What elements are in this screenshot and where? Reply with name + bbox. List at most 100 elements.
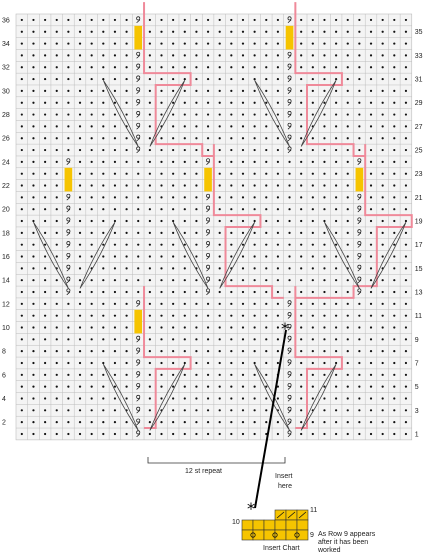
purl-dot [218, 409, 221, 412]
purl-dot [335, 160, 338, 163]
leaf-motif [102, 363, 139, 431]
purl-dot [404, 54, 408, 57]
purl-dot [253, 279, 256, 282]
purl-dot [20, 208, 23, 211]
purl-dot [67, 148, 70, 152]
purl-dot [20, 326, 23, 329]
purl-dot [125, 208, 128, 211]
purl-dot [241, 373, 245, 376]
purl-dot [32, 243, 35, 246]
leaf-motif [300, 80, 337, 147]
purl-dot [55, 30, 58, 33]
row-number-right: 27 [415, 124, 423, 131]
purl-dot [346, 409, 349, 412]
purl-dot [113, 397, 117, 400]
purl-dot [20, 219, 23, 223]
purl-dot [265, 18, 268, 22]
repeat-bracket: 12 st repeat [147, 457, 286, 475]
purl-dot [44, 42, 47, 45]
purl-dot [276, 255, 279, 258]
purl-dot [369, 172, 373, 175]
purl-dot [44, 279, 47, 282]
purl-dot [300, 326, 303, 329]
purl-dot [44, 54, 47, 57]
purl-dot [20, 432, 23, 436]
purl-dot [300, 160, 303, 163]
twisted-stitch-tail [136, 149, 141, 154]
purl-dot [241, 255, 245, 258]
purl-dot [195, 113, 198, 116]
twisted-stitch-symbol [136, 51, 141, 56]
purl-dot [393, 373, 396, 376]
purl-dot [346, 54, 349, 57]
purl-dot [335, 42, 338, 45]
purl-dot [393, 219, 396, 223]
purl-dot [172, 397, 175, 400]
purl-dot [172, 137, 175, 140]
purl-dot [148, 279, 151, 282]
twisted-stitch-tail [206, 244, 210, 248]
purl-dot [323, 373, 326, 376]
purl-dot [206, 125, 210, 128]
purl-dot [358, 148, 361, 152]
purl-dot [125, 373, 128, 376]
purl-dot [300, 267, 303, 270]
purl-dot [20, 290, 23, 294]
purl-dot [358, 137, 361, 140]
purl-dot [160, 421, 163, 424]
row-number-left: 14 [2, 278, 10, 285]
row-number-right: 5 [415, 384, 419, 391]
purl-dot [195, 66, 198, 69]
purl-dot [323, 101, 326, 104]
purl-dot [241, 267, 245, 270]
twisted-stitch-tail [206, 197, 210, 201]
purl-dot [148, 231, 151, 234]
purl-dot [195, 231, 198, 234]
purl-dot [125, 326, 128, 329]
insert-row-11-label: 11 [310, 507, 317, 514]
purl-dot [20, 350, 23, 353]
purl-dot [32, 385, 35, 388]
insert-chart-cell [263, 519, 276, 531]
purl-dot [183, 267, 186, 270]
purl-dot [160, 397, 163, 400]
purl-dot [265, 326, 268, 329]
purl-dot [241, 290, 245, 294]
purl-dot [32, 30, 35, 33]
purl-dot [218, 30, 221, 33]
purl-dot [288, 279, 291, 282]
insert-chart-cell [252, 529, 265, 541]
purl-dot [265, 231, 268, 234]
purl-dot [218, 279, 221, 282]
purl-dot [311, 421, 314, 424]
twisted-stitch-tail [357, 244, 362, 248]
purl-dot [218, 101, 221, 104]
purl-dot [369, 184, 373, 187]
purl-dot [90, 302, 93, 305]
twisted-stitch-symbol [136, 406, 141, 411]
purl-dot [195, 243, 198, 246]
purl-dot [160, 338, 163, 341]
purl-dot [369, 267, 373, 270]
purl-dot [253, 231, 256, 234]
twisted-stitch-tail [357, 232, 362, 236]
purl-dot [404, 196, 408, 199]
purl-dot [404, 397, 408, 400]
purl-dot [381, 30, 384, 33]
purl-dot [218, 385, 221, 388]
leaf-motif [102, 80, 139, 147]
purl-dot [253, 30, 256, 33]
purl-dot [20, 54, 23, 57]
purl-dot [276, 361, 279, 365]
purl-dot [230, 302, 233, 305]
twisted-stitch-symbol [287, 383, 292, 387]
insert-loop-symbol [272, 532, 278, 538]
purl-dot [265, 54, 268, 57]
twisted-stitch-tail [287, 137, 292, 142]
purl-dot [276, 172, 279, 175]
insert-decrease-symbol [276, 511, 285, 519]
leaf-motif [324, 221, 360, 289]
purl-dot [172, 314, 175, 317]
twisted-stitch-tail [136, 114, 141, 118]
